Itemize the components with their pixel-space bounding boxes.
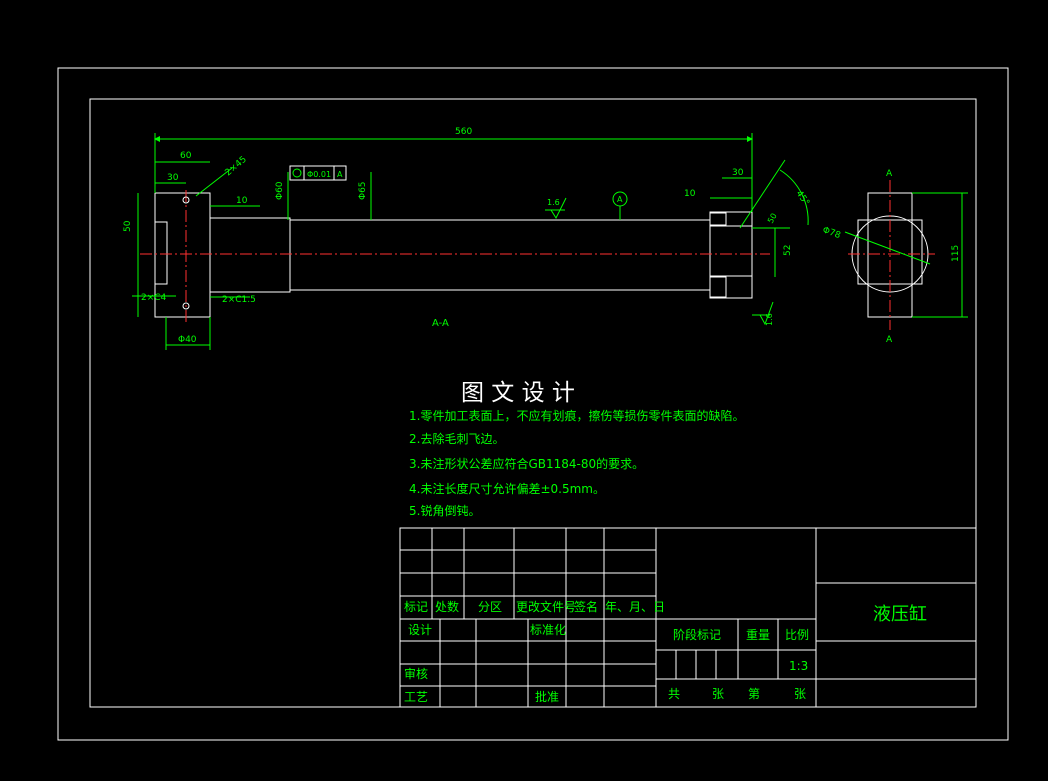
outer-frame (57, 67, 1009, 741)
dim-phi60: Φ60 (275, 181, 285, 200)
tb-sheet-unit: 张 (794, 687, 806, 701)
tb-standardize: 标准化 (530, 623, 566, 637)
label-2xc4: 2×C4 (141, 293, 167, 303)
tb-sheets-unit: 张 (712, 687, 724, 701)
tb-signature: 签名 (574, 599, 598, 614)
dim-phi40: Φ40 (178, 335, 197, 345)
tb-scale-value: 1:3 (789, 659, 808, 673)
note-2: 2.去除毛刺飞边。 (409, 431, 504, 446)
section-label: A-A (432, 318, 449, 329)
dim-30-left: 30 (167, 173, 179, 183)
shaft-body (289, 219, 711, 291)
shaft-dimensions: 560 60 30 10 2×45 50 Φ60 Φ65 Φ0.01 A 1.6… (123, 127, 811, 350)
dim-chamfer: 2×45 (224, 155, 249, 179)
dim-52: 52 (783, 245, 793, 256)
roughness-2: 1.6 (765, 313, 774, 326)
roughness-1: 1.6 (547, 198, 560, 207)
note-4: 4.未注长度尺寸允许偏差±0.5mm。 (409, 481, 605, 496)
head-boss (154, 221, 168, 285)
dim-50: 50 (123, 220, 133, 232)
tb-mark: 标记 (404, 600, 428, 614)
section-view: Φ78 115 A A (821, 169, 968, 345)
tb-design: 设计 (408, 623, 432, 637)
dim-phi65: Φ65 (358, 181, 368, 200)
tolerance-frame (289, 165, 347, 181)
tb-approve: 批准 (535, 689, 559, 704)
tb-weight: 重量 (746, 628, 770, 642)
shaft-view (140, 190, 770, 322)
section-a-bottom: A (886, 335, 893, 345)
dim-115: 115 (951, 245, 961, 262)
shaft-end-bore (709, 225, 753, 277)
note-1: 1.零件加工表面上，不应有划痕，擦伤等损伤零件表面的缺陷。 (409, 408, 744, 423)
note-5: 5.锐角倒钝。 (409, 504, 480, 518)
tb-count: 处数 (435, 599, 459, 614)
label-2xc15: 2×C1.5 (222, 295, 256, 305)
dim-30-right: 30 (732, 168, 744, 178)
tb-sheets-total: 共 (668, 687, 680, 701)
notes-title: 图 文 设 计 (461, 380, 575, 406)
tb-scale-label: 比例 (785, 628, 809, 642)
dim-phi78: Φ78 (821, 225, 842, 241)
datum-a: A (617, 195, 623, 204)
dim-50-right: 50 (766, 212, 779, 225)
tb-zone: 分区 (478, 600, 502, 614)
tolerance-value: Φ0.01 (307, 170, 331, 179)
tb-change-doc: 更改文件号 (516, 599, 576, 614)
shaft-neck (209, 217, 291, 293)
dim-overall: 560 (455, 127, 472, 137)
tb-process: 工艺 (404, 690, 428, 704)
technical-notes: 图 文 设 计 1.零件加工表面上，不应有划痕，擦伤等损伤零件表面的缺陷。 2.… (409, 380, 744, 518)
dim-60: 60 (180, 151, 192, 161)
dim-10-right: 10 (684, 189, 696, 199)
dim-angle: 45° (794, 189, 811, 208)
tb-review: 审核 (404, 666, 428, 681)
tolerance-datum: A (337, 170, 343, 179)
tb-sheet-no: 第 (748, 687, 760, 701)
title-block: 标记 处数 分区 更改文件号 签名 年、月、日 设计 标准化 审核 工艺 批准 … (399, 527, 977, 708)
tb-date: 年、月、日 (605, 600, 665, 614)
tb-part-name: 液压缸 (873, 603, 927, 625)
note-3: 3.未注形状公差应符合GB1184-80的要求。 (409, 456, 644, 471)
tb-stage-mark: 阶段标记 (673, 627, 721, 642)
section-a-top: A (886, 169, 893, 179)
dim-10-left: 10 (236, 196, 248, 206)
